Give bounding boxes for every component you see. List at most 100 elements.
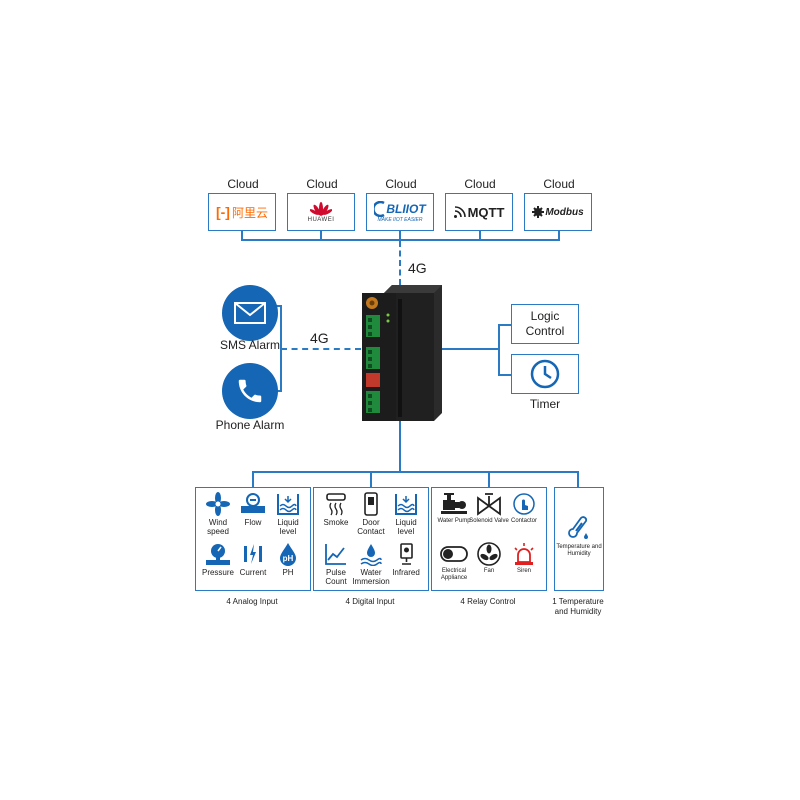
contactor-touch-icon [513, 493, 535, 515]
timer-box [511, 354, 579, 394]
cloud-label-2: Cloud [306, 177, 338, 191]
relay-label-fan: Fan [483, 568, 495, 574]
phone-icon [238, 379, 262, 403]
modbus-logo-icon [532, 206, 545, 218]
left-4g-label: 4G [310, 330, 329, 346]
relay-item-fan: Fan [469, 542, 509, 575]
cloud-box-aliyun: [-] 阿里云 [208, 193, 276, 231]
smoke-detector-icon [326, 493, 346, 516]
mqtt-logo-icon [453, 206, 466, 218]
clock-icon [530, 359, 560, 389]
analog-label-ph: PH [282, 568, 294, 577]
cloud-box-huawei: HUAWEI [287, 193, 355, 231]
sms-alarm-label: SMS Alarm [219, 338, 280, 352]
top-4g-dashed-link [399, 241, 401, 285]
envelope-icon [234, 302, 266, 324]
timer-label: Timer [529, 397, 561, 411]
modbus-brand: Modbus [545, 206, 584, 218]
analog-item-current: Current [233, 542, 273, 577]
relay-label-solenoid-valve: Solenoid Valve [469, 518, 509, 524]
liquid-level-icon [277, 494, 299, 515]
io-drop-analog [252, 471, 254, 487]
cloud-box-mqtt: MQTT [445, 193, 513, 231]
relay-item-solenoid-valve: Solenoid Valve [469, 492, 509, 525]
digital-input-caption: 4 Digital Input [345, 597, 395, 606]
cloud-box-modbus: Modbus [524, 193, 592, 231]
ph-drop-icon: pH [280, 543, 296, 566]
svg-text:pH: pH [283, 554, 294, 563]
digital-label-water-immersion: Water Immersion [352, 568, 390, 586]
digital-item-door-contact: Door Contact [351, 492, 391, 536]
cloud-label-5: Cloud [543, 177, 575, 191]
cloud-drop-3 [399, 230, 401, 240]
right-bracket-top [498, 324, 512, 326]
bliiot-logo-icon [374, 201, 385, 217]
toggle-switch-icon [440, 546, 468, 562]
temperature-humidity-panel: Temperature and Humidity [554, 487, 604, 591]
right-bracket-vertical [498, 324, 500, 376]
cloud-label-4: Cloud [464, 177, 496, 191]
cloud-box-bliiot: BLIIOT MAKE IIOT EASIER [366, 193, 434, 231]
phone-alarm-label: Phone Alarm [215, 418, 285, 432]
digital-label-infrared: Infrared [392, 568, 420, 577]
temp-item: Temperature and Humidity [553, 516, 605, 558]
logic-control-box: Logic Control [511, 304, 579, 344]
temperature-humidity-caption: 1 Temperature and Humidity [552, 597, 604, 616]
digital-label-liquid-level: Liquid level [395, 518, 417, 536]
relay-label-siren: Siren [516, 568, 531, 574]
thermometer-drop-icon [568, 516, 588, 539]
huawei-brand: HUAWEI [307, 217, 335, 223]
cloud-label-1: Cloud [227, 177, 259, 191]
digital-label-smoke: Smoke [323, 518, 349, 527]
cloud-drop-1 [241, 230, 243, 240]
aliyun-logo-icon: [-] [215, 204, 230, 220]
io-drop-temp [577, 471, 579, 487]
water-immersion-icon [360, 544, 382, 566]
analog-label-pressure: Pressure [201, 568, 234, 577]
analog-label-liquid-level: Liquid level [277, 518, 299, 536]
device-down-line [399, 420, 401, 472]
relay-label-water-pump: Water Pump [437, 518, 471, 524]
cloud-drop-5 [558, 230, 560, 240]
relay-item-siren: Siren [504, 542, 544, 575]
relay-item-contactor: Contactor [504, 492, 544, 525]
digital-item-water-immersion: Water Immersion [351, 542, 391, 586]
io-drop-relay [488, 471, 490, 487]
analog-item-pressure: Pressure [198, 542, 238, 577]
pulse-chart-icon [325, 544, 346, 565]
relay-label-contactor: Contactor [510, 518, 537, 524]
analog-item-wind-speed: Wind speed [198, 492, 238, 536]
temp-item-label: Temperature and Humidity [556, 544, 602, 557]
siren-icon [514, 543, 534, 565]
digital-item-smoke: Smoke [316, 492, 356, 527]
cloud-drop-2 [320, 230, 322, 240]
cloud-label-3: Cloud [385, 177, 417, 191]
top-4g-label: 4G [408, 260, 427, 276]
huawei-logo-icon [310, 202, 332, 216]
water-pump-icon [441, 493, 467, 514]
analog-label-wind-speed: Wind speed [207, 518, 229, 536]
flow-meter-icon [241, 493, 265, 513]
bliiot-tagline: MAKE IIOT EASIER [377, 217, 423, 223]
analog-label-current: Current [239, 568, 267, 577]
analog-input-panel: Wind speed Flow Liquid level Pressure [195, 487, 311, 591]
digital-label-pulse-count: Pulse Count [325, 568, 347, 586]
pressure-gauge-icon [206, 544, 230, 565]
digital-item-pulse-count: Pulse Count [316, 542, 356, 586]
digital-item-infrared: Infrared [386, 542, 426, 577]
io-bus-line [252, 471, 579, 473]
relay-item-water-pump: Water Pump [434, 492, 474, 525]
sms-alarm-circle [222, 285, 278, 341]
left-4g-dashed-link [281, 348, 361, 350]
phone-alarm-circle [222, 363, 278, 419]
cloud-drop-4 [479, 230, 481, 240]
right-link [441, 348, 499, 350]
analog-item-liquid-level: Liquid level [268, 492, 308, 536]
liquid-level-icon [395, 494, 417, 515]
analog-item-flow: Flow [233, 492, 273, 527]
relay-item-electrical-appliance: Electrical Appliance [434, 542, 474, 582]
right-bracket-bottom [498, 374, 512, 376]
solenoid-valve-icon [477, 493, 501, 516]
gateway-device [362, 285, 442, 423]
current-icon [244, 544, 262, 564]
